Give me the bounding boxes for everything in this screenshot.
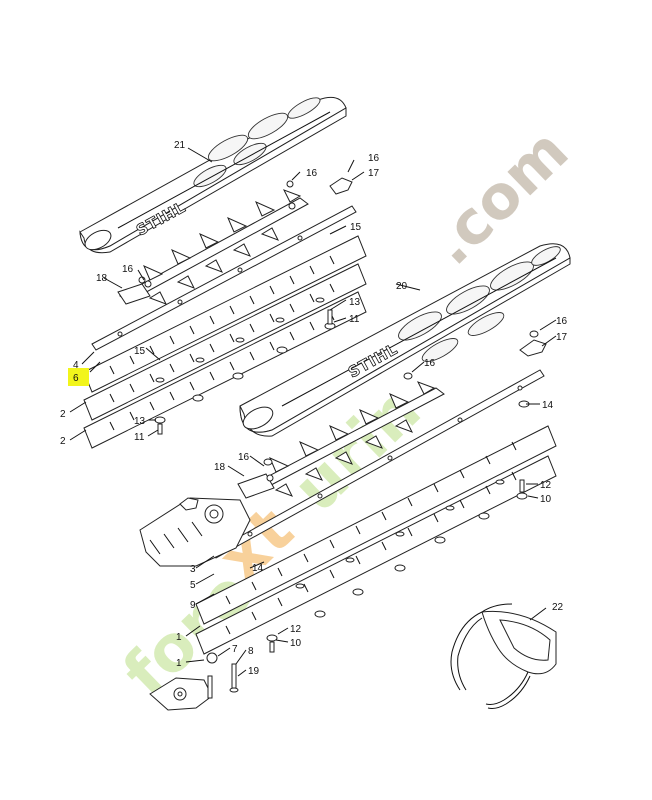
- callout-6: 6: [73, 373, 79, 384]
- drive-plate: [149, 675, 213, 711]
- callout-8: 8: [248, 646, 254, 657]
- guide-bar-upper: [91, 205, 357, 351]
- callout-13: 13: [134, 416, 146, 427]
- callout-1: 1: [176, 632, 182, 643]
- cutter-blades-upper: [83, 235, 367, 449]
- callout-19: 19: [248, 666, 260, 677]
- tooth-bar-lower: [237, 381, 445, 499]
- callout-16: 16: [306, 168, 318, 179]
- callout-16: 16: [238, 452, 250, 463]
- callout-16: 16: [556, 316, 568, 327]
- callout-21: 21: [174, 140, 186, 151]
- callout-13: 13: [349, 297, 361, 308]
- callout-2: 2: [60, 436, 66, 447]
- lower-fasteners: [206, 330, 547, 693]
- callout-17: 17: [368, 168, 380, 179]
- callout-2: 2: [60, 409, 66, 420]
- callout-18: 18: [214, 462, 226, 473]
- cutter-blades-lower: [195, 425, 557, 655]
- callout-12: 12: [540, 480, 552, 491]
- callout-16: 16: [122, 264, 134, 275]
- callout-labels: 21 16 16 17 15 18 16 20 13 11 16 17 4 6 …: [60, 140, 568, 677]
- tooth-bar-upper: [117, 189, 309, 305]
- callout-15: 15: [134, 346, 146, 357]
- callout-20: 20: [396, 281, 408, 292]
- blade-guard-lower: STIHL: [239, 243, 571, 437]
- callout-5: 5: [190, 580, 196, 591]
- safety-glasses: [450, 603, 557, 709]
- callout-18: 18: [96, 273, 108, 284]
- callout-3: 3: [190, 564, 196, 575]
- upper-fasteners: [138, 177, 353, 435]
- callout-22: 22: [552, 602, 564, 613]
- callout-14: 14: [542, 400, 554, 411]
- callout-16: 16: [368, 153, 380, 164]
- callout-11: 11: [134, 432, 145, 443]
- callout-7: 7: [232, 644, 238, 655]
- callout-14: 14: [252, 563, 264, 574]
- highlight-marker: [68, 368, 89, 386]
- callout-11: 11: [349, 314, 360, 325]
- callout-12: 12: [290, 624, 302, 635]
- callout-15: 15: [350, 222, 362, 233]
- callout-17: 17: [556, 332, 568, 343]
- callout-4: 4: [73, 360, 79, 371]
- callout-10: 10: [540, 494, 552, 505]
- callout-10: 10: [290, 638, 302, 649]
- leader-lines: [69, 147, 557, 677]
- gear-housing: [139, 497, 251, 567]
- callout-16: 16: [424, 358, 436, 369]
- callout-1: 1: [176, 658, 182, 669]
- callout-9: 9: [190, 600, 196, 611]
